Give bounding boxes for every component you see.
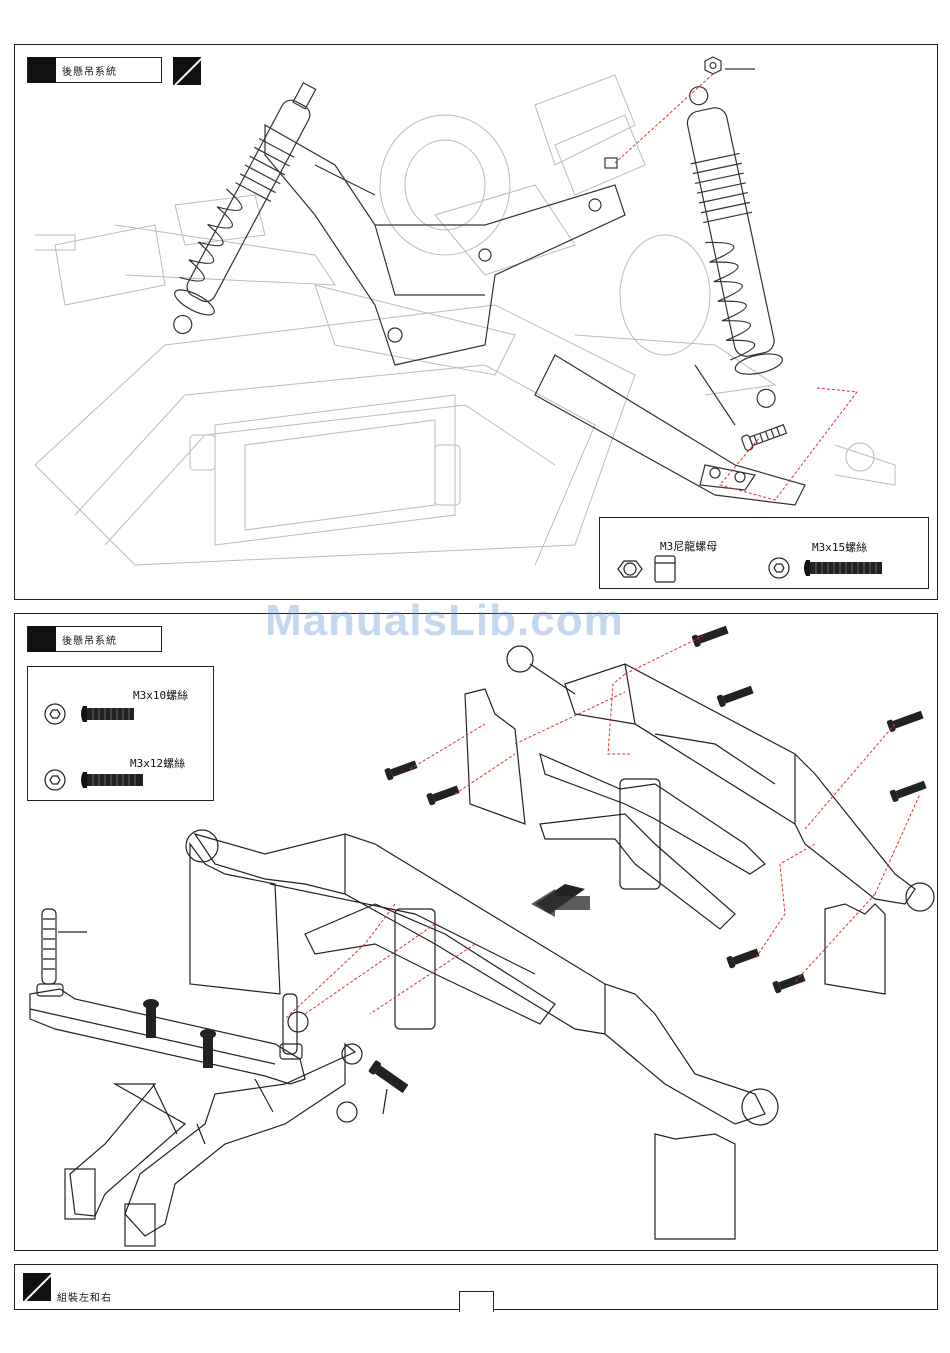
hardware-screws-icon bbox=[28, 667, 215, 802]
page-number-tab bbox=[459, 1291, 494, 1312]
diagonal-marker-icon-footer bbox=[23, 1273, 51, 1301]
hardware-parts-icon bbox=[600, 518, 930, 590]
diagonal-marker-icon bbox=[173, 57, 201, 85]
hardware-box-step-2: M3x10螺絲 M3x12螺絲 bbox=[27, 666, 214, 801]
step-2-header: 後懸吊系統 bbox=[27, 626, 162, 652]
watermark: ManualsLib.com bbox=[265, 596, 624, 646]
step-number-badge bbox=[28, 57, 56, 83]
step-panel-1: 後懸吊系統 M3尼龍螺母 M3x15螺絲 bbox=[14, 44, 938, 600]
step-2-title: 後懸吊系統 bbox=[56, 632, 117, 647]
step-1-header: 後懸吊系統 bbox=[27, 57, 162, 83]
assembly-note: 組裝左和右 bbox=[57, 1289, 112, 1304]
step-panel-2: 後懸吊系統 M3x10螺絲 M3x12螺絲 bbox=[14, 613, 938, 1251]
step-1-title: 後懸吊系統 bbox=[56, 63, 117, 78]
hardware-box-step-1: M3尼龍螺母 M3x15螺絲 bbox=[599, 517, 929, 589]
step-number-badge-2 bbox=[28, 626, 56, 652]
